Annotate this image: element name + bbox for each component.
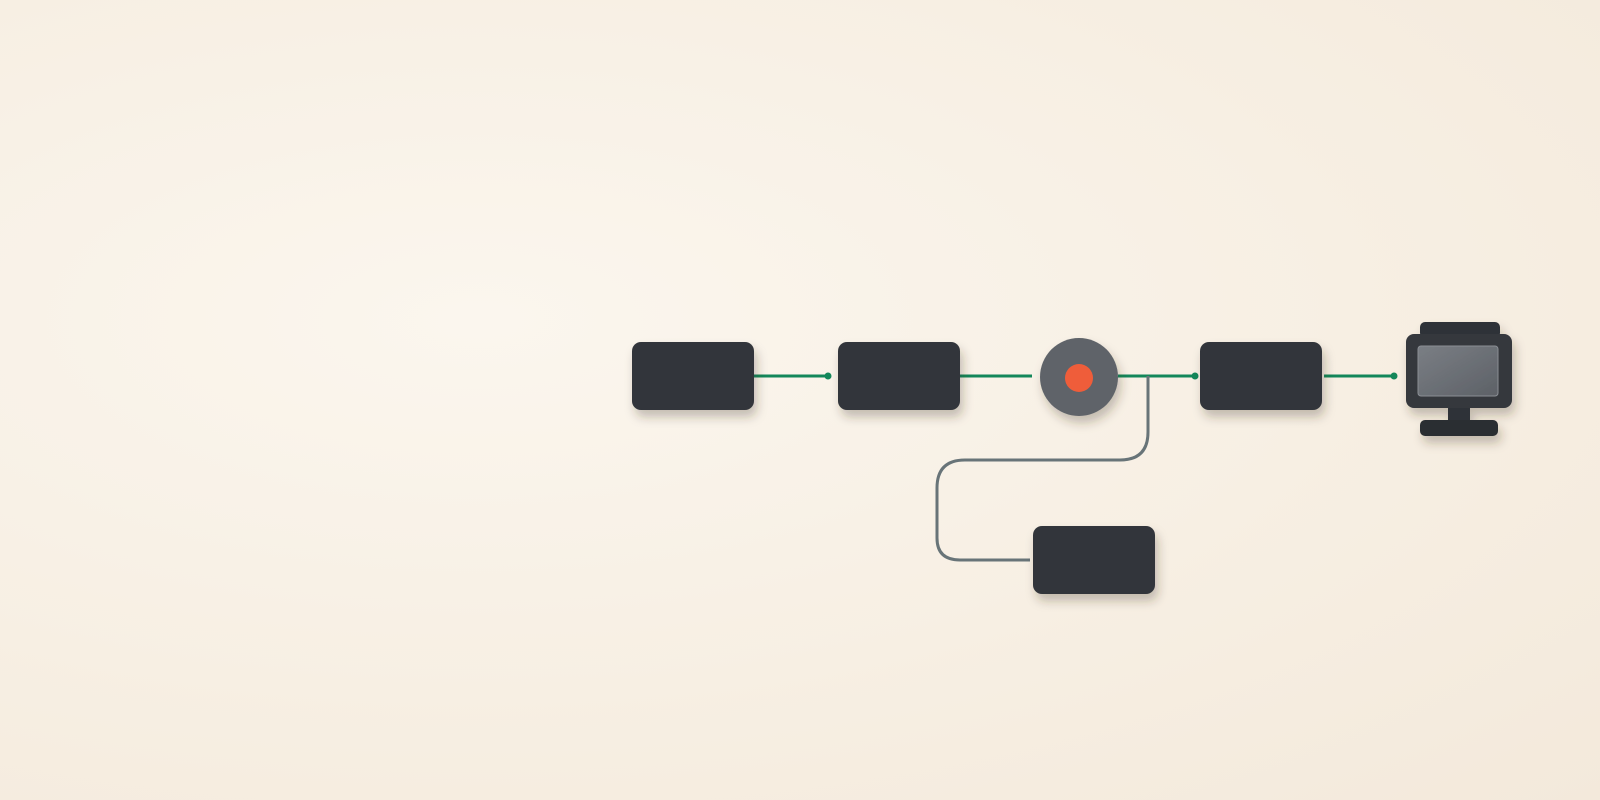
process-block <box>838 342 960 410</box>
process-block <box>632 342 754 410</box>
connector-hub-branch <box>935 376 1150 562</box>
monitor-icon <box>1406 322 1512 436</box>
record-dot-icon <box>1065 364 1093 392</box>
nodes <box>632 322 1512 594</box>
connector-endpoint-dot <box>1191 372 1199 380</box>
connector-endpoint-dot <box>1390 372 1398 380</box>
process-block <box>1200 342 1322 410</box>
monitor-screen <box>1417 345 1499 397</box>
connector-endpoint-dot <box>824 372 832 380</box>
process-block <box>1033 526 1155 594</box>
connectors <box>754 372 1398 562</box>
hub-node <box>1040 338 1118 416</box>
